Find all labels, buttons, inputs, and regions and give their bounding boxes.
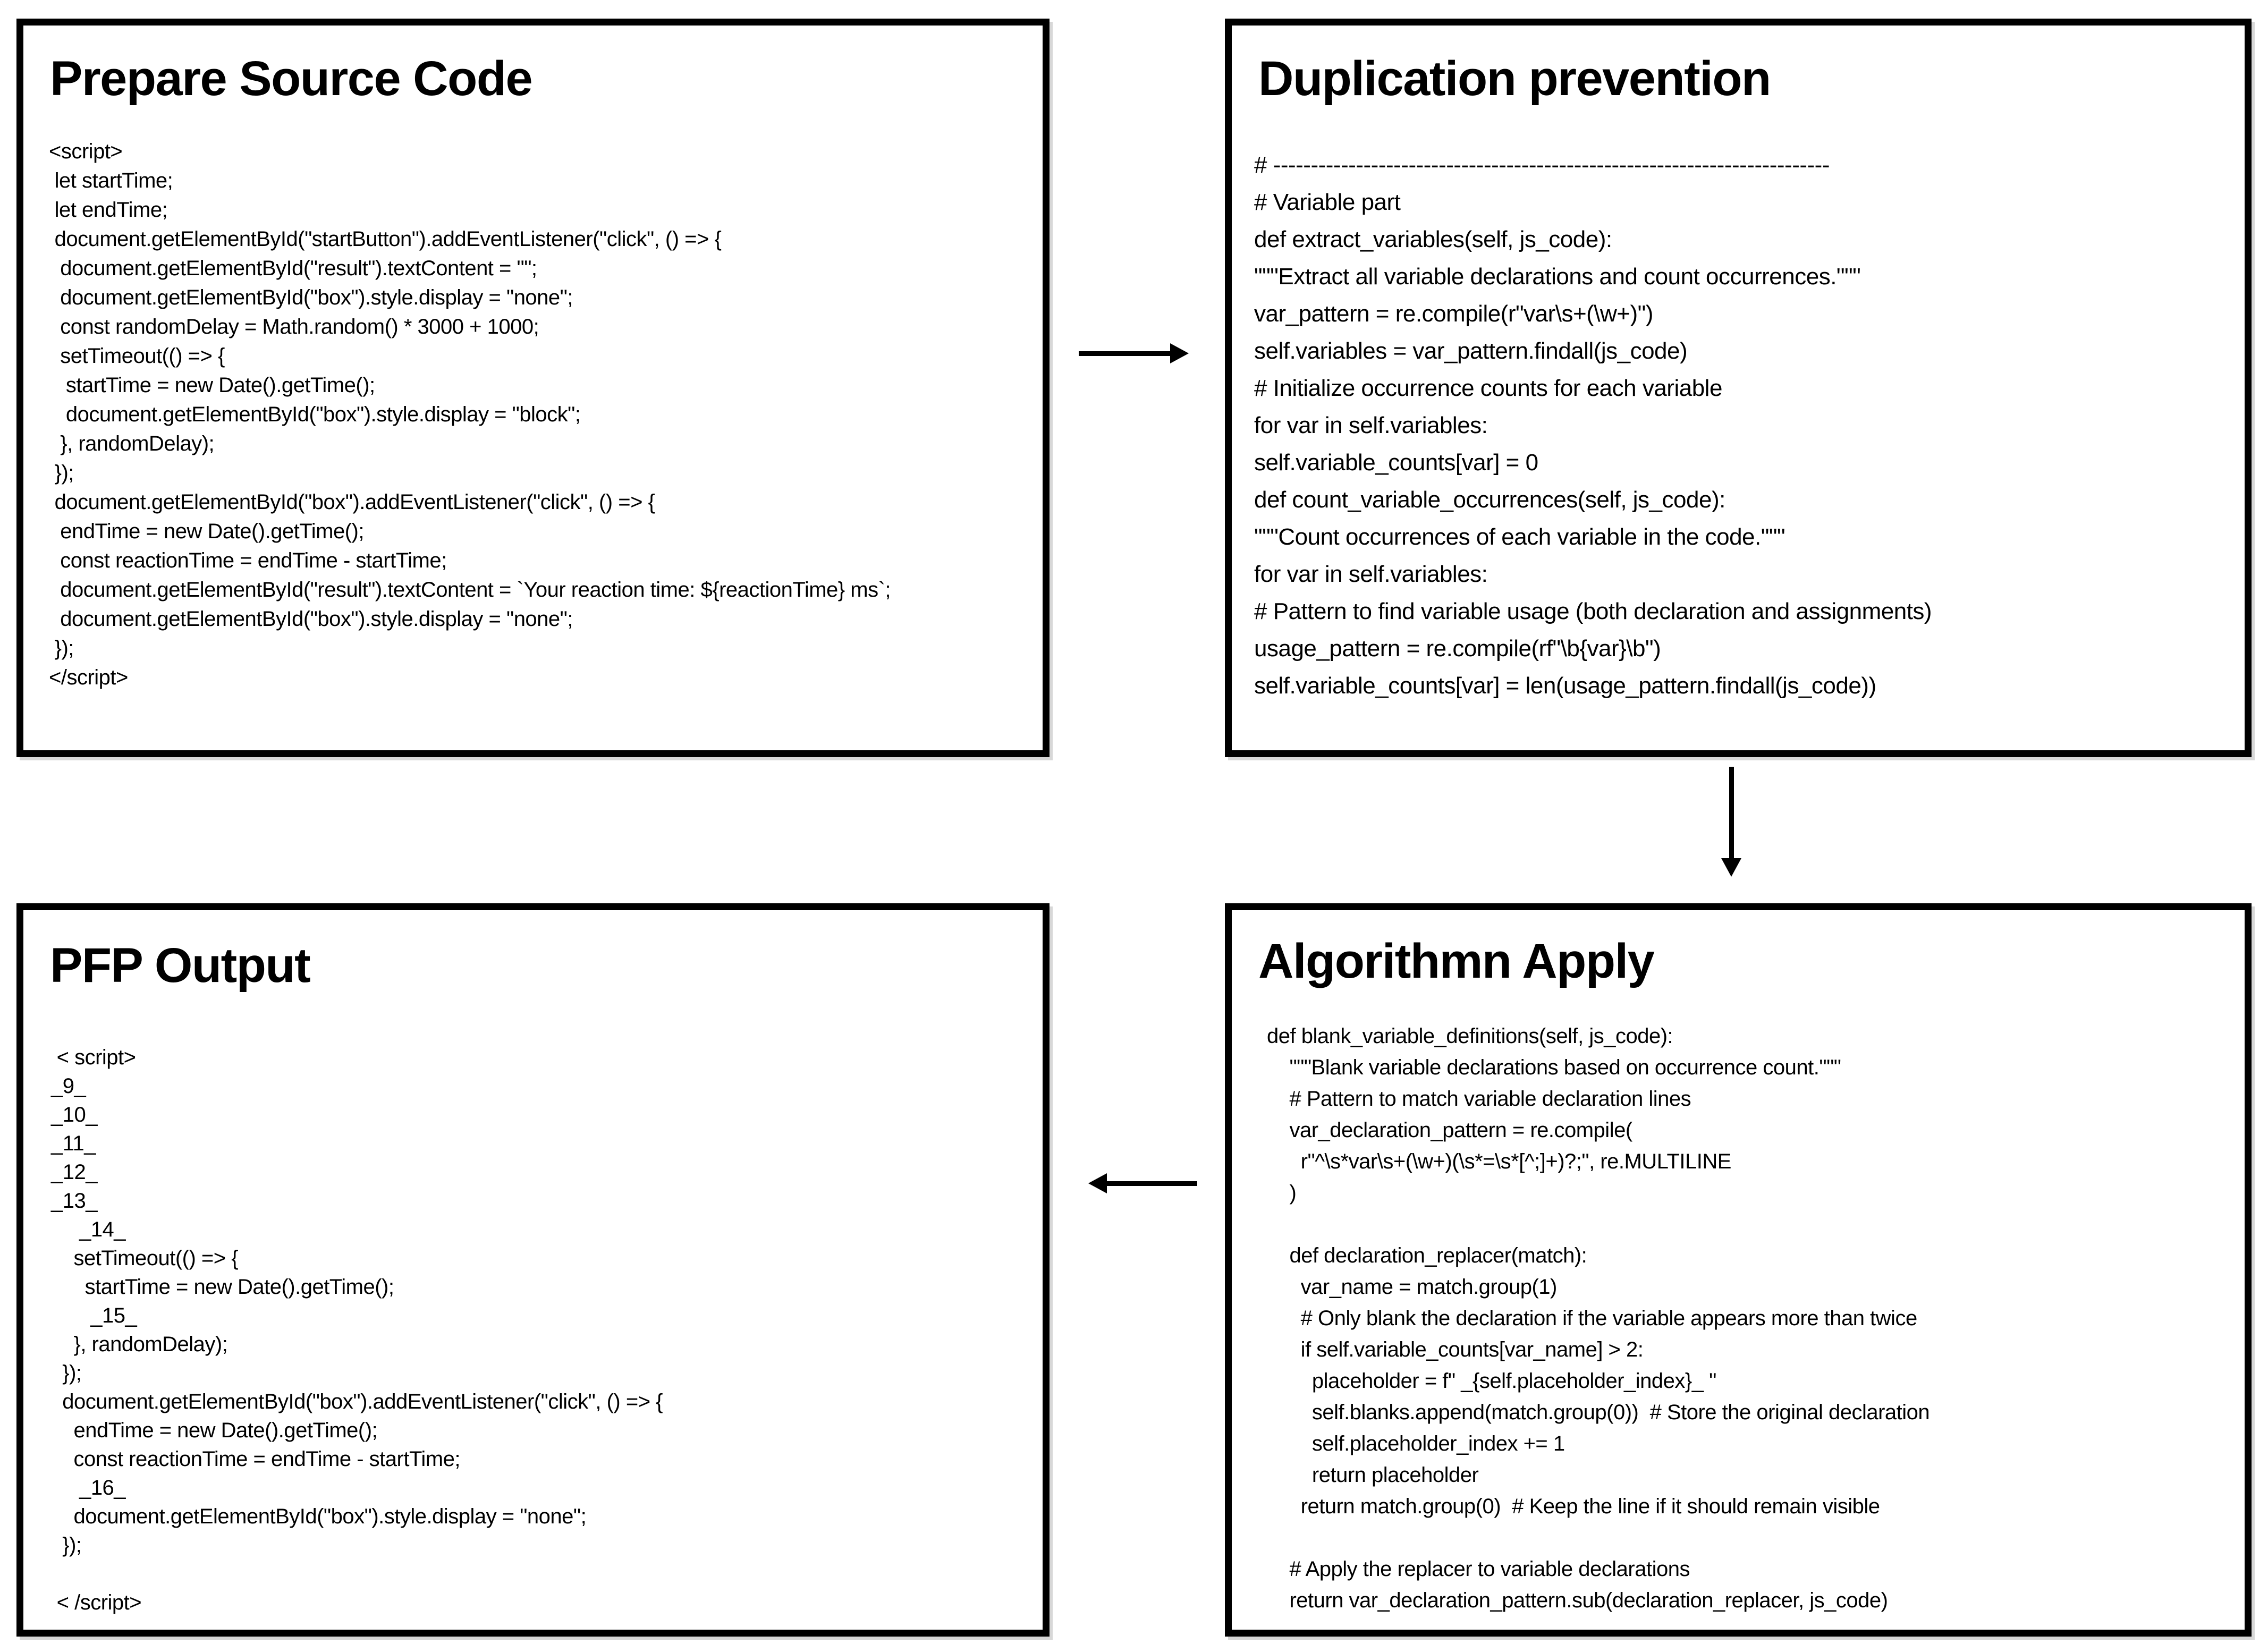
arrow-shaft (1106, 1181, 1197, 1186)
code-block-prepare-source-code: <script> let startTime; let endTime; doc… (49, 140, 891, 689)
code-block-pfp-output: < script> _9_ _10_ _11_ _12_ _13_ _14_ s… (51, 1046, 663, 1614)
arrow-down-icon (1721, 767, 1741, 877)
code-block-algorithmn-apply: def blank_variable_definitions(self, js_… (1267, 1024, 1930, 1612)
panel-title-algorithmn-apply: Algorithmn Apply (1258, 934, 1655, 988)
arrow-head-left (1088, 1173, 1107, 1193)
arrow-head-down (1721, 858, 1741, 877)
code-block-duplication-prevention: # --------------------------------------… (1254, 152, 1932, 699)
arrow-shaft (1079, 351, 1171, 356)
panel-algorithmn-apply: Algorithmn Apply def blank_variable_defi… (1225, 903, 2252, 1637)
arrow-left-icon (1088, 1173, 1197, 1193)
panel-duplication-prevention: Duplication prevention # ---------------… (1225, 19, 2252, 757)
panel-title-pfp-output: PFP Output (50, 938, 311, 993)
arrow-shaft (1729, 767, 1734, 859)
panel-title-prepare-source-code: Prepare Source Code (50, 52, 533, 106)
arrow-head-right (1170, 343, 1189, 363)
panel-pfp-output: PFP Output < script> _9_ _10_ _11_ _12_ … (16, 903, 1050, 1637)
panel-title-duplication-prevention: Duplication prevention (1258, 52, 1771, 106)
arrow-right-icon (1079, 343, 1189, 363)
panel-prepare-source-code: Prepare Source Code <script> let startTi… (16, 19, 1050, 757)
